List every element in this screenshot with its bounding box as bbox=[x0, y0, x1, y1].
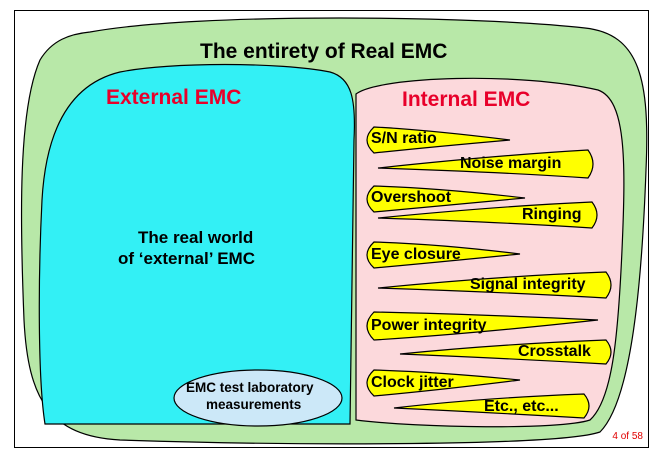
item-power-integrity: Power integrity bbox=[371, 317, 487, 334]
external-emc-region bbox=[38, 63, 356, 425]
item-etc: Etc., etc... bbox=[484, 398, 559, 415]
pennant-right-3 bbox=[377, 271, 612, 299]
pennant-right-4 bbox=[399, 339, 612, 365]
item-clock-jitter: Clock jitter bbox=[371, 374, 454, 391]
item-crosstalk: Crosstalk bbox=[518, 343, 591, 360]
pennant-right-1 bbox=[377, 149, 594, 179]
item-eye-closure: Eye closure bbox=[371, 246, 461, 263]
pennant-left-4 bbox=[366, 311, 599, 341]
item-sn-ratio: S/N ratio bbox=[371, 130, 437, 147]
pennant-right-5 bbox=[393, 393, 590, 419]
pennant-left-2 bbox=[366, 185, 526, 213]
page-number: 4 of 58 bbox=[612, 431, 643, 442]
lab-label-line1: EMC test laboratory bbox=[186, 380, 314, 395]
pennant-group bbox=[366, 126, 612, 419]
lab-label-line2: measurements bbox=[206, 397, 302, 412]
external-body-line2: of ‘external’ EMC bbox=[118, 249, 255, 268]
pennant-left-5 bbox=[366, 369, 521, 397]
external-heading: External EMC bbox=[106, 86, 242, 109]
slide-frame bbox=[14, 10, 649, 448]
internal-heading: Internal EMC bbox=[402, 88, 531, 111]
item-signal-integrity: Signal integrity bbox=[470, 276, 586, 293]
external-body-line1: The real world bbox=[138, 228, 254, 247]
pennant-left-1 bbox=[366, 126, 511, 154]
pennant-left-3 bbox=[366, 241, 521, 269]
item-noise-margin: Noise margin bbox=[460, 155, 562, 172]
diagram-title: The entirety of Real EMC bbox=[200, 40, 448, 63]
item-ringing: Ringing bbox=[522, 206, 582, 223]
lab-measurements-bubble bbox=[173, 369, 343, 427]
item-overshoot: Overshoot bbox=[371, 189, 452, 206]
pennant-right-2 bbox=[377, 201, 598, 229]
